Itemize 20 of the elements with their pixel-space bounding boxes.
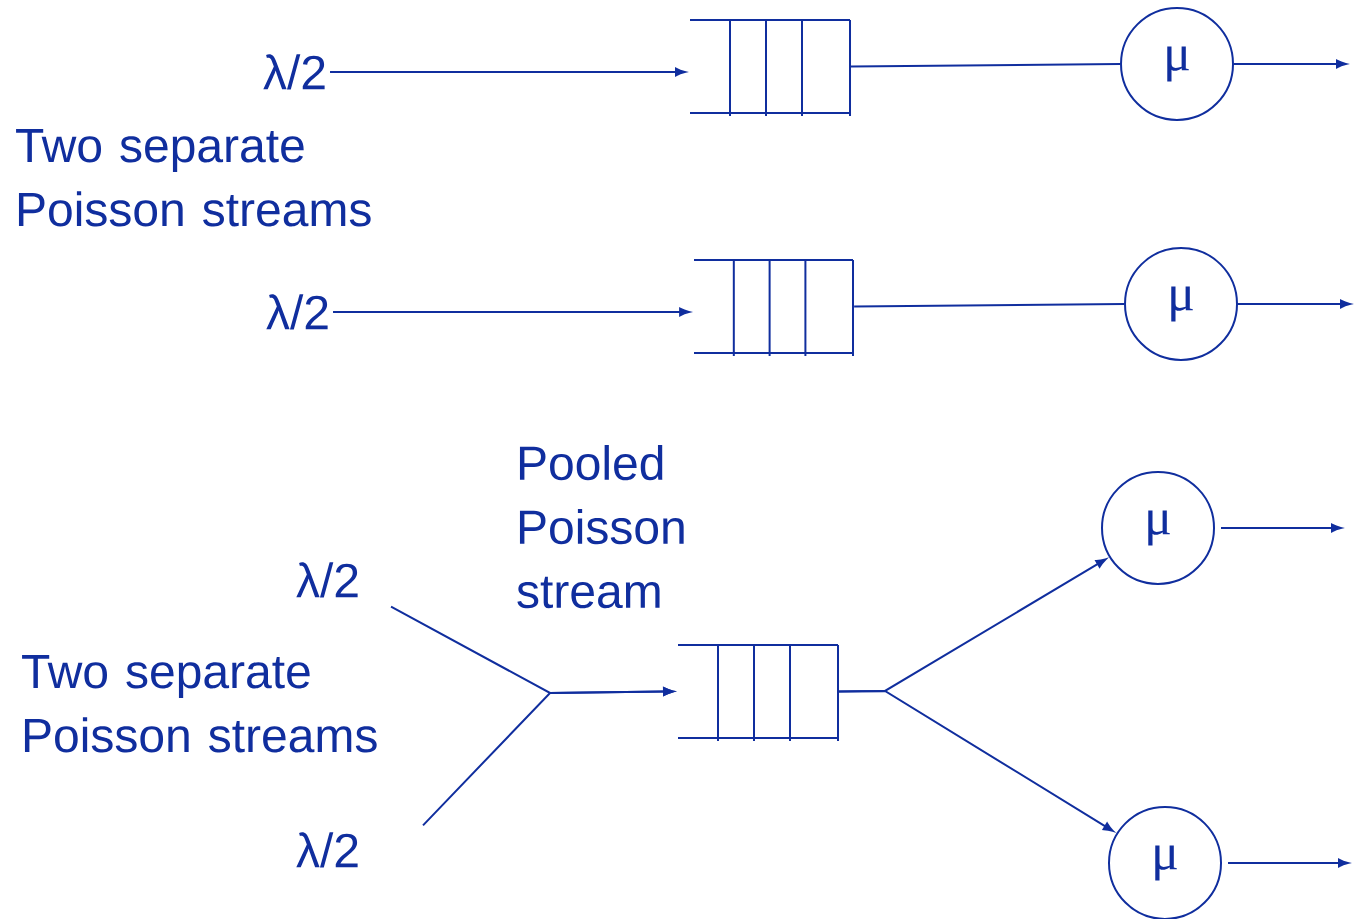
queue-buffer xyxy=(689,19,851,117)
queue-buffer xyxy=(693,259,854,357)
arrow xyxy=(1233,59,1347,69)
arrow xyxy=(329,67,686,77)
arrow xyxy=(422,687,674,827)
note-text: Two separate Poisson streams xyxy=(16,129,371,227)
queue-buffer xyxy=(677,644,839,742)
arrow xyxy=(1237,299,1351,309)
rate-label: λ/2 xyxy=(266,294,328,330)
note-text: Two separate Poisson streams xyxy=(22,655,377,753)
arrow xyxy=(1227,858,1349,868)
rate-label: λ/2 xyxy=(263,54,325,90)
arrow xyxy=(1220,523,1342,533)
rate-label: λ/2 xyxy=(296,832,358,868)
arrow xyxy=(838,689,1114,832)
note-text: Pooled Poisson stream xyxy=(517,445,684,609)
arrow xyxy=(332,307,690,317)
connector-line xyxy=(850,63,1121,68)
connector-line xyxy=(853,303,1125,308)
rate-label: λ/2 xyxy=(296,562,358,598)
